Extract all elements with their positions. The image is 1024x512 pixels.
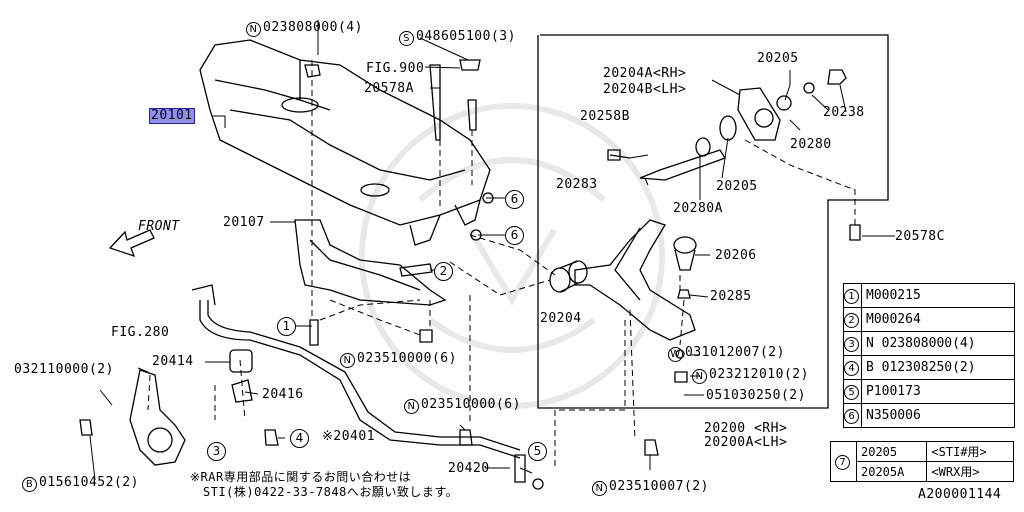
part-20200a-label: 20200A<LH> [704, 435, 788, 450]
callout-1[interactable]: 1 [277, 317, 296, 336]
part-20280-label: 20280 [790, 137, 832, 152]
shaft-20283-shape [609, 115, 737, 181]
legend-key: 2 [843, 307, 862, 332]
variant-key: 7 [830, 441, 857, 482]
variant-table: 7 20205 <STI#用> 20205A <WRX用> [830, 441, 1014, 482]
assembly-boundary [537, 34, 889, 409]
control-arm-shape [574, 219, 696, 341]
callout-2[interactable]: 2 [434, 262, 453, 281]
variant-part[interactable]: 20205 [855, 441, 928, 462]
part-20283-label: 20283 [556, 177, 598, 192]
part-20107-label: 20107 [223, 215, 265, 230]
variant-note: <STI#用> [926, 441, 1014, 462]
part-20204-label: 20204 [540, 311, 582, 326]
bracket-20107-shape [294, 219, 447, 306]
callout-5[interactable]: 5 [528, 442, 547, 461]
part-20200-label: 20200 <RH> [704, 421, 788, 436]
legend-value: P100173 [861, 379, 1015, 404]
fig900-reference[interactable]: FIG.900 [366, 61, 425, 76]
callout-6-b[interactable]: 6 [505, 226, 524, 245]
part-20285-label: 20285 [710, 289, 752, 304]
part-20414-label: 20414 [152, 354, 194, 369]
part-20280a-label: 20280A [673, 201, 723, 216]
part-20401-label: ※20401 [322, 429, 376, 444]
legend-key: 1 [843, 283, 862, 308]
part-20578c-label: 20578C [895, 229, 945, 244]
bushing-20204-shape [549, 260, 588, 293]
variant-part[interactable]: 20205A [855, 461, 928, 482]
ball-joint-shape [673, 236, 697, 271]
legend-value: B 012308250(2) [861, 355, 1015, 380]
part-20206-label: 20206 [715, 248, 757, 263]
variant-row: 20205A <WRX用> [831, 461, 1014, 482]
variant-row: 7 20205 <STI#用> [830, 441, 1014, 482]
legend-key: 6 [843, 403, 862, 428]
legend-key: 3 [843, 331, 862, 356]
legend-value: N 023808000(4) [861, 331, 1015, 356]
rear-bushing-bracket-shape [737, 69, 847, 141]
part-20205-top-label: 20205 [757, 51, 799, 66]
legend-value: M000264 [861, 307, 1015, 332]
diagram-reference-code: A200001144 [918, 487, 1002, 502]
fig280-reference[interactable]: FIG.280 [111, 325, 170, 340]
knuckle-shape [129, 369, 186, 466]
part-20204b-label: 20204B<LH> [603, 82, 687, 97]
bolt-032110000-label: 032110000(2) [14, 362, 114, 377]
part-20578a-label: 20578A [364, 81, 414, 96]
legend-key: 4 [843, 355, 862, 380]
callout-6-a[interactable]: 6 [505, 190, 524, 209]
part-20204a-label: 20204A<RH> [603, 66, 687, 81]
note-line-2: STI(株)0422-33-7848へお願い致します。 [203, 485, 459, 499]
front-arrow-icon [108, 229, 155, 258]
crossmember-shape [199, 39, 491, 246]
front-direction-label: FRONT [138, 219, 180, 234]
callout-4[interactable]: 4 [290, 429, 309, 448]
part-20420-label: 20420 [448, 461, 490, 476]
part-20205-mid-label: 20205 [716, 179, 758, 194]
part-20238-label: 20238 [823, 105, 865, 120]
part-20258b-label: 20258B [580, 109, 630, 124]
callout-3[interactable]: 3 [207, 442, 226, 461]
part-20101-highlighted-label[interactable]: 20101 [149, 108, 195, 124]
legend-key: 5 [843, 379, 862, 404]
variant-note: <WRX用> [926, 461, 1014, 482]
legend-value: M000215 [861, 283, 1015, 308]
pin-051030250-label: 051030250(2) [706, 388, 806, 403]
watermark-emblem [359, 103, 665, 409]
note-line-1: ※RAR専用部品に関するお問い合わせは [190, 470, 412, 484]
legend-value: N350006 [861, 403, 1015, 428]
part-20416-label: 20416 [262, 387, 304, 402]
stabilizer-bar-shape [191, 284, 521, 459]
